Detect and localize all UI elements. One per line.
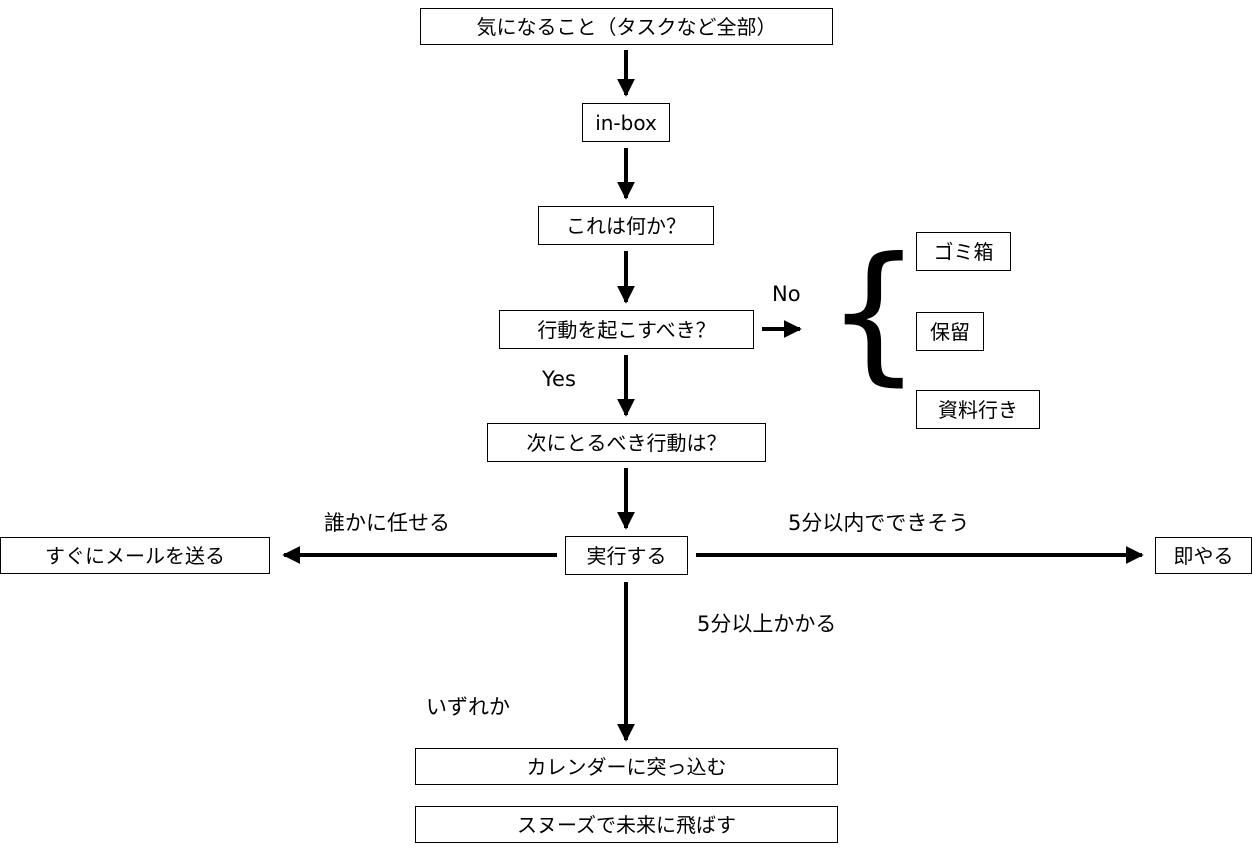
curly-brace-glyph: {: [826, 226, 922, 400]
node-snooze-to-future: スヌーズで未来に飛ばす: [415, 806, 838, 843]
node-what-is-it: これは何か？: [538, 206, 714, 245]
edge-label-no: No: [772, 282, 801, 306]
node-put-in-calendar: カレンダーに突っ込む: [415, 748, 838, 785]
node-next-action: 次にとるべき行動は？: [487, 423, 766, 462]
node-actionable: 行動を起こすべき？: [499, 310, 754, 349]
edge-label-either-one: いずれか: [426, 695, 510, 719]
edge-label-over-5min: 5分以上かかる: [697, 612, 837, 636]
node-execute: 実行する: [565, 536, 688, 575]
node-trash: ゴミ箱: [916, 232, 1011, 271]
edge-label-delegate: 誰かに任せる: [324, 511, 450, 535]
node-inbox: in-box: [582, 103, 670, 142]
edge-label-within-5min: 5分以内でできそう: [788, 511, 970, 535]
node-capture: 気になること（タスクなど全部）: [420, 8, 833, 45]
node-do-immediately: 即やる: [1155, 537, 1252, 574]
node-reference: 資料行き: [916, 390, 1040, 429]
node-hold: 保留: [916, 312, 984, 351]
node-send-mail-now: すぐにメールを送る: [0, 537, 270, 574]
edge-label-yes: Yes: [542, 367, 576, 391]
